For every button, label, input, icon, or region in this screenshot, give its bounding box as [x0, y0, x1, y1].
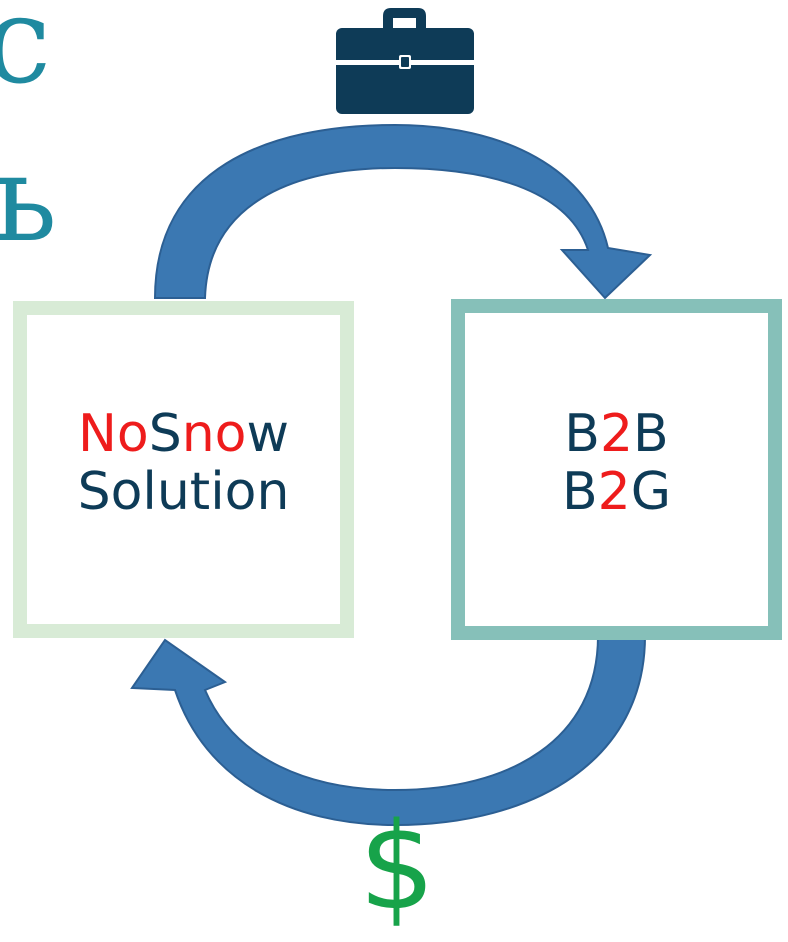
right-box-line2: B2G [458, 463, 775, 521]
text-segment: w [246, 404, 290, 464]
left-box [13, 301, 354, 638]
partial-title-line2: ь [0, 130, 58, 269]
dollar-sign: $ [358, 798, 436, 937]
text-segment: No [77, 404, 149, 464]
left-box-line2: Solution [20, 463, 347, 521]
partial-title-line1: c [0, 0, 52, 111]
right-box-label: B2B B2G [458, 405, 775, 521]
text-segment: G [630, 462, 672, 523]
right-box-line1: B2B [458, 405, 775, 463]
text-segment: 2 [599, 404, 634, 464]
top-arrow [153, 123, 653, 300]
text-segment: B [561, 462, 598, 523]
text-segment: B [633, 404, 669, 464]
left-box-label: NoSnow Solution [20, 405, 347, 521]
right-box [451, 299, 782, 640]
text-segment: no [181, 404, 247, 464]
left-box-line1: NoSnow [20, 405, 347, 463]
briefcase-icon [336, 8, 474, 114]
text-segment: B [564, 404, 600, 464]
text-segment: 2 [597, 462, 631, 523]
text-segment: Solution [77, 462, 290, 523]
text-segment: S [148, 404, 182, 464]
bottom-arrow [130, 635, 647, 827]
